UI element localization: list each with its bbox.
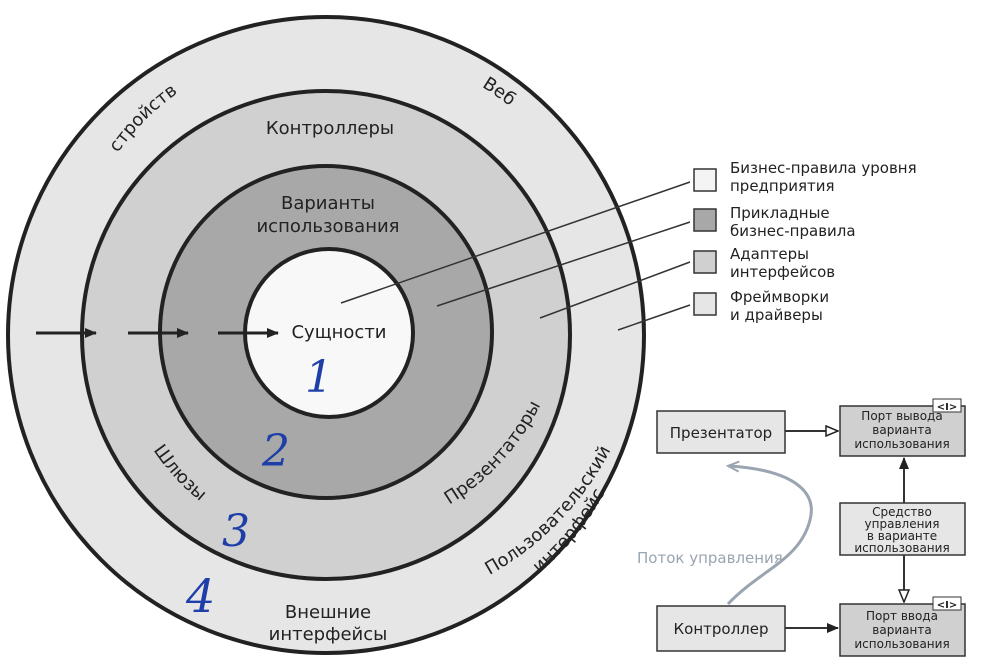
label-entities: Сущности <box>291 322 386 343</box>
label-use-cases-2: использования <box>256 216 399 237</box>
label-external-interfaces-2: интерфейсы <box>269 624 388 645</box>
output-port-label-3: использования <box>854 437 949 451</box>
output-port-interface-marker-bg <box>932 398 962 413</box>
legend-label-application-2: бизнес-правила <box>730 222 856 240</box>
interactor-label-2: управления <box>865 517 940 531</box>
interactor-label-3: в варианте <box>867 529 937 543</box>
legend-label-frameworks-1: Фреймворки <box>730 288 829 306</box>
flow-of-control-curve <box>728 466 813 606</box>
legend-swatch-adapters <box>693 250 717 274</box>
handwritten-number-3: 3 <box>222 506 250 557</box>
input-port-box <box>839 603 966 657</box>
legend-label-enterprise-1: Бизнес-правила уровня <box>730 159 917 177</box>
label-use-cases-1: Варианты <box>281 193 375 214</box>
legend-label-frameworks-2: и драйверы <box>730 306 823 324</box>
label-external-interfaces-1: Внешние <box>285 602 371 623</box>
input-port-interface-marker: <I> <box>937 600 957 611</box>
interactor-label-4: использования <box>854 541 949 555</box>
interactor-label-1: Средство <box>872 505 932 519</box>
legend-label-adapters-2: интерфейсов <box>730 263 835 281</box>
handwritten-number-4: 4 <box>185 569 215 623</box>
presenter-label: Презентатор <box>670 424 772 442</box>
legend-swatch-application <box>693 208 717 232</box>
input-port-label-3: использования <box>854 637 949 651</box>
leader-line-frameworks <box>617 304 691 331</box>
output-port-label-2: варианта <box>872 423 931 437</box>
input-port-label-1: Порт ввода <box>866 609 938 623</box>
output-port-box <box>839 405 966 457</box>
input-port-label-2: варианта <box>872 623 931 637</box>
leader-line-adapters <box>539 261 691 319</box>
legend-label-enterprise-2: предприятия <box>730 177 835 195</box>
leader-line-use-cases <box>436 221 691 307</box>
leader-line-entities <box>340 181 691 304</box>
flow-of-control-diagram: Презентатор Порт вывода варианта использ… <box>637 398 966 657</box>
presenter-box <box>656 410 786 454</box>
output-port-interface-marker: <I> <box>937 402 957 413</box>
handwritten-number-2: 2 <box>261 426 290 477</box>
flow-of-control-label: Поток управления <box>637 549 783 567</box>
label-controllers: Контроллеры <box>266 118 394 139</box>
interactor-box <box>839 502 966 556</box>
controller-label: Контроллер <box>674 620 769 638</box>
output-port-label-1: Порт вывода <box>861 409 942 423</box>
legend-label-application-1: Прикладные <box>730 204 830 222</box>
legend-label-adapters-1: Адаптеры <box>730 245 809 263</box>
controller-box <box>656 605 786 652</box>
input-port-interface-marker-bg <box>932 596 962 611</box>
legend-swatch-frameworks <box>693 292 717 316</box>
legend: Бизнес-правила уровня предприятия Прикла… <box>693 159 917 324</box>
legend-swatch-enterprise <box>693 168 717 192</box>
handwritten-number-1: 1 <box>305 352 333 403</box>
